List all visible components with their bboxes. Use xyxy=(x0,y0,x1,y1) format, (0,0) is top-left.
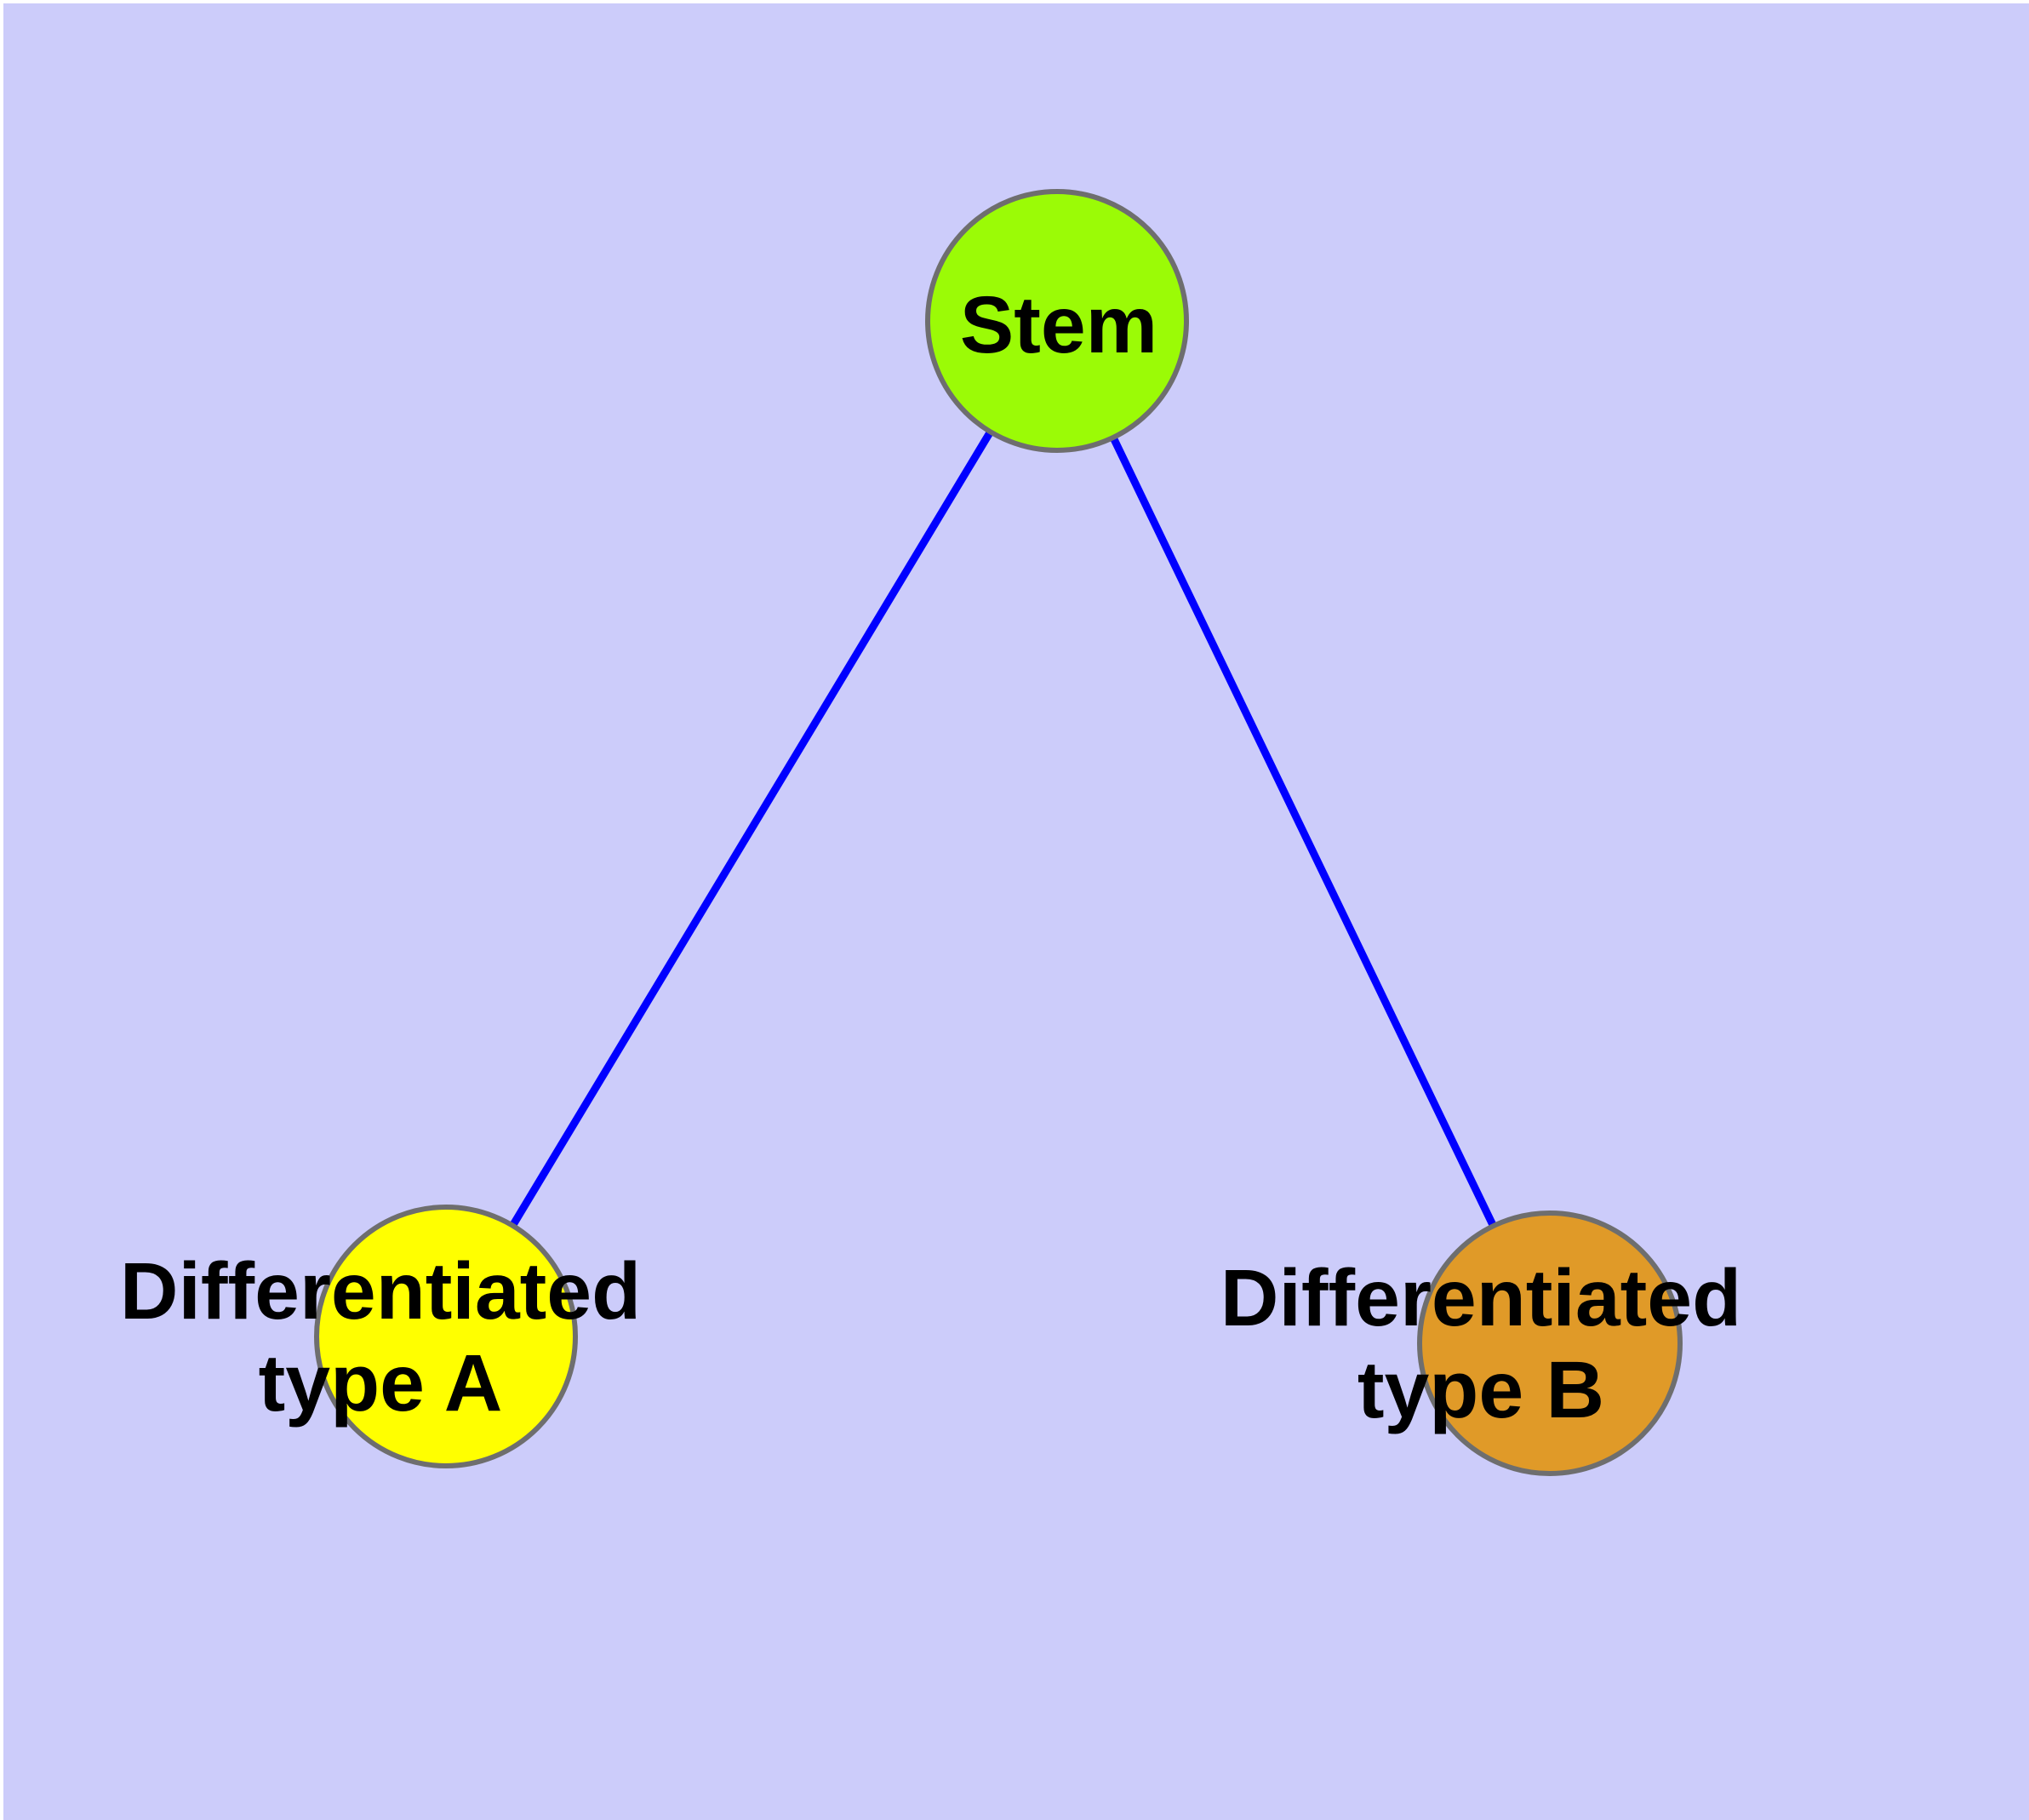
node-label-line: type A xyxy=(259,1338,503,1428)
node-label-line: Differentiated xyxy=(120,1246,641,1336)
edge-layer xyxy=(443,318,1554,1345)
edge-stem-to-differentiated-type-a[interactable] xyxy=(443,318,1060,1339)
node-layer xyxy=(314,189,1683,1476)
node-label-line: Stem xyxy=(960,280,1157,370)
node-label-line: Differentiated xyxy=(1220,1253,1741,1343)
node-label-line: type B xyxy=(1357,1345,1604,1435)
node-stem[interactable] xyxy=(925,189,1189,453)
node-differentiated-type-a[interactable] xyxy=(314,1205,578,1468)
node-differentiated-type-b[interactable] xyxy=(1417,1210,1683,1476)
node-label-stem: Stem xyxy=(960,280,1157,370)
edge-stem-to-differentiated-type-b[interactable] xyxy=(1053,319,1554,1345)
